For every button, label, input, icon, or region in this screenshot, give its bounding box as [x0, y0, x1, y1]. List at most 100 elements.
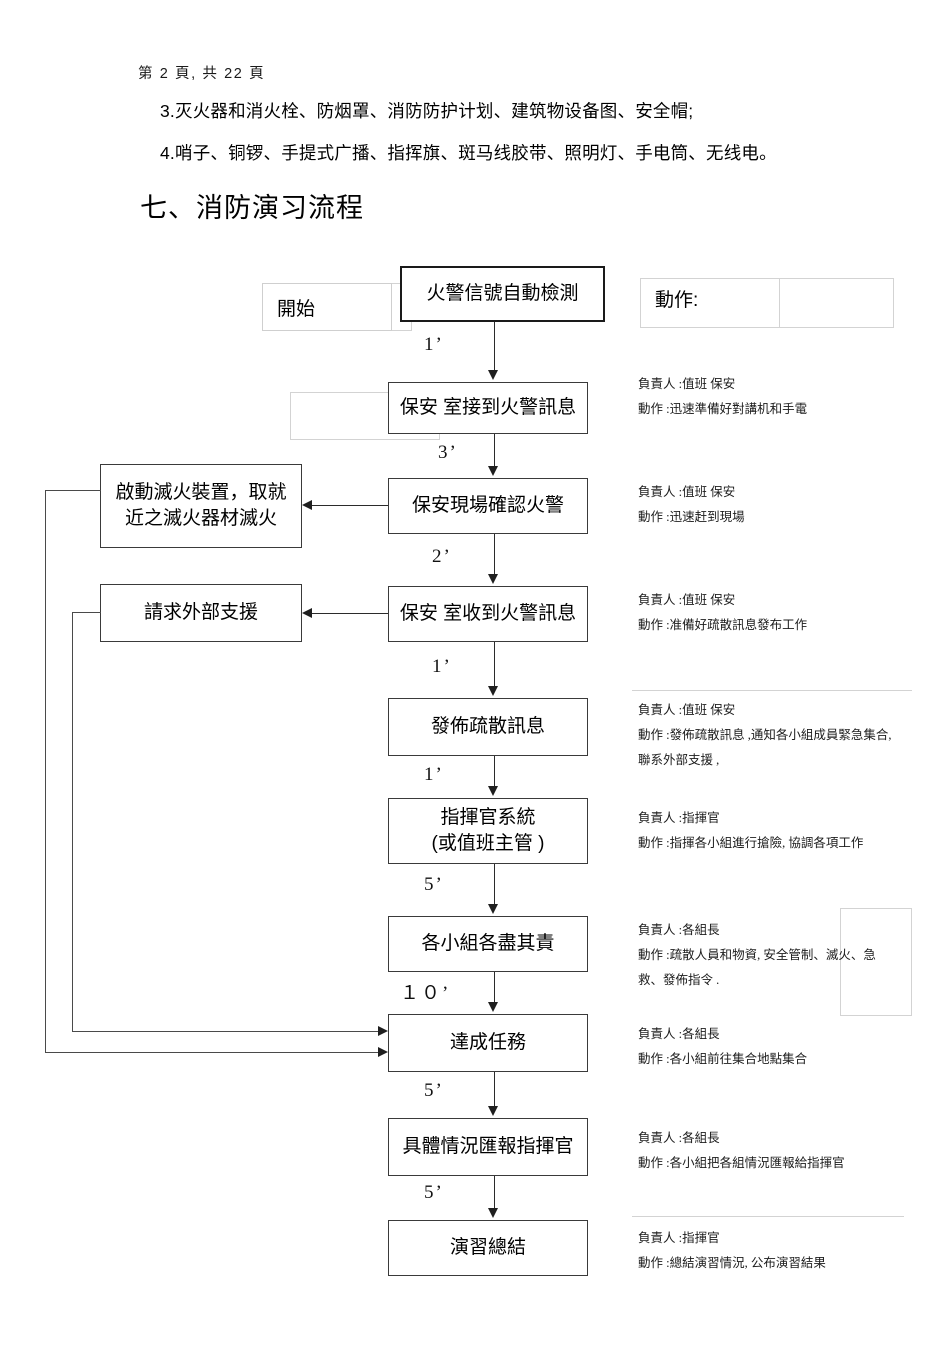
ghost-line-summary — [632, 1216, 904, 1217]
annotation-receive-owner: 負責人 :值班 保安 — [638, 377, 736, 391]
loop-external-in — [72, 1031, 380, 1032]
connector-relay-broadcast — [494, 642, 495, 688]
annotation-summary: 負責人 :指揮官 動作 :總結演習情況, 公布演習結果 — [638, 1226, 826, 1276]
annotation-teams-owner: 負責人 :各組長 — [638, 923, 720, 937]
page-indicator: 第 2 頁, 共 22 頁 — [138, 66, 266, 82]
arrowhead-loop-external — [378, 1026, 388, 1036]
action-column-header: 動作: — [640, 278, 780, 328]
annotation-broadcast: 負責人 :值班 保安 動作 :發佈疏散訊息 ,通知各小組成員緊急集合,聯系外部支… — [638, 698, 896, 773]
body-line-4: 4.哨子、铜锣、手提式广播、指挥旗、斑马线胶带、照明灯、手电筒、无线电。 — [160, 143, 777, 163]
annotation-confirm-owner: 負責人 :值班 保安 — [638, 485, 736, 499]
arrowhead-broadcast — [488, 686, 498, 696]
annotation-report-action: 動作 :各小組把各組情況匯報給指揮官 — [638, 1156, 845, 1170]
flow-node-external-support-label: 請求外部支援 — [143, 602, 258, 624]
timing-label-7: １０’ — [400, 983, 451, 1004]
action-column-header-label: 動作: — [655, 290, 699, 311]
start-node-label: 開始 — [277, 298, 316, 320]
flow-node-receive-label: 保安 室接到火警訊息 — [399, 397, 577, 419]
connector-relay-external — [312, 613, 388, 614]
annotation-complete-owner: 負責人 :各組長 — [638, 1027, 720, 1041]
timing-label-5: 1’ — [424, 764, 444, 785]
flow-node-summary: 演習總結 — [388, 1220, 588, 1276]
flow-node-external-support: 請求外部支援 — [100, 584, 302, 642]
annotation-summary-action: 動作 :總結演習情況, 公布演習結果 — [638, 1256, 826, 1270]
flow-node-commander: 指揮官系統 (或值班主管 ) — [388, 798, 588, 864]
arrowhead-external — [302, 608, 312, 618]
annotation-report-owner: 負責人 :各組長 — [638, 1131, 720, 1145]
ghost-line-broadcast — [632, 690, 912, 691]
flow-node-summary-label: 演習總結 — [449, 1237, 526, 1259]
ghost-rect-teams — [840, 908, 912, 1016]
page-title: 七、消防演习流程 — [140, 193, 364, 223]
arrowhead-extinguish — [302, 500, 312, 510]
timing-label-3: 2’ — [432, 546, 452, 567]
arrowhead-summary — [488, 1208, 498, 1218]
flow-node-report-label: 具體情況匯報指揮官 — [402, 1136, 574, 1158]
connector-receive-confirm — [494, 434, 495, 468]
flow-node-detect: 火警信號自動檢測 — [400, 266, 605, 322]
flow-node-receive: 保安 室接到火警訊息 — [388, 382, 588, 434]
flow-node-complete: 達成任務 — [388, 1014, 588, 1072]
annotation-broadcast-owner: 負責人 :值班 保安 — [638, 703, 736, 717]
flow-node-commander-label-line1: 指揮官系統 — [440, 807, 536, 829]
connector-confirm-relay — [494, 534, 495, 576]
annotation-commander: 負責人 :指揮官 動作 :指揮各小組進行搶險, 協調各項工作 — [638, 806, 863, 856]
connector-report-summary — [494, 1176, 495, 1210]
annotation-receive-action: 動作 :迅速準備好對講机和手電 — [638, 402, 808, 416]
annotation-complete-action: 動作 :各小組前往集合地點集合 — [638, 1052, 808, 1066]
flow-node-relay: 保安 室收到火警訊息 — [388, 586, 588, 642]
connector-broadcast-commander — [494, 756, 495, 788]
annotation-receive: 負責人 :值班 保安 動作 :迅速準備好對講机和手電 — [638, 372, 807, 422]
arrowhead-commander — [488, 786, 498, 796]
annotation-teams-action: 動作 :疏散人員和物資, 安全管制、滅火、急救、發佈指令 . — [638, 948, 876, 987]
start-node: 開始 — [262, 283, 392, 331]
connector-detect-receive — [494, 322, 495, 372]
arrowhead-confirm — [488, 466, 498, 476]
loop-external-out — [72, 612, 101, 613]
timing-label-2: 3’ — [438, 442, 458, 463]
flow-node-confirm: 保安現場確認火警 — [388, 478, 588, 534]
arrowhead-teams — [488, 904, 498, 914]
flow-node-detect-label: 火警信號自動檢測 — [426, 283, 579, 305]
flow-node-complete-label: 達成任務 — [449, 1032, 526, 1054]
timing-label-6: 5’ — [424, 874, 444, 895]
annotation-relay-action: 動作 :准備好疏散訊息發布工作 — [638, 618, 808, 632]
flow-node-teams: 各小組各盡其責 — [388, 916, 588, 972]
timing-label-9: 5’ — [424, 1182, 444, 1203]
timing-label-8: 5’ — [424, 1080, 444, 1101]
flow-node-extinguish: 啟動滅火裝置，取就 近之滅火器材滅火 — [100, 464, 302, 548]
annotation-commander-owner: 負責人 :指揮官 — [638, 811, 720, 825]
connector-teams-complete — [494, 972, 495, 1004]
loop-extinguish-in — [45, 1052, 380, 1053]
flow-node-confirm-label: 保安現場確認火警 — [411, 495, 564, 517]
annotation-report: 負責人 :各組長 動作 :各小組把各組情況匯報給指揮官 — [638, 1126, 845, 1176]
timing-label-1: 1’ — [424, 334, 444, 355]
ghost-rect-action-head — [776, 278, 894, 328]
flow-node-broadcast: 發佈疏散訊息 — [388, 698, 588, 756]
flow-node-extinguish-label-line2: 近之滅火器材滅火 — [124, 508, 277, 529]
connector-commander-teams — [494, 864, 495, 906]
annotation-teams: 負責人 :各組長 動作 :疏散人員和物資, 安全管制、滅火、急救、發佈指令 . — [638, 918, 896, 993]
annotation-relay: 負責人 :值班 保安 動作 :准備好疏散訊息發布工作 — [638, 588, 807, 638]
arrowhead-complete — [488, 1002, 498, 1012]
annotation-complete: 負責人 :各組長 動作 :各小組前往集合地點集合 — [638, 1022, 807, 1072]
arrowhead-relay — [488, 574, 498, 584]
connector-complete-report — [494, 1072, 495, 1108]
annotation-commander-action: 動作 :指揮各小組進行搶險, 協調各項工作 — [638, 836, 864, 850]
arrowhead-receive — [488, 370, 498, 380]
annotation-confirm-action: 動作 :迅速赶到現場 — [638, 510, 745, 524]
annotation-summary-owner: 負責人 :指揮官 — [638, 1231, 720, 1245]
arrowhead-report — [488, 1106, 498, 1116]
timing-label-4: 1’ — [432, 656, 452, 677]
flow-node-teams-label: 各小組各盡其責 — [421, 933, 555, 955]
loop-external-down — [72, 612, 73, 1031]
flow-node-commander-label-line2: (或值班主管 ) — [431, 833, 545, 854]
flow-node-report: 具體情況匯報指揮官 — [388, 1118, 588, 1176]
body-line-3: 3.灭火器和消火栓、防烟罩、消防防护计划、建筑物设备图、安全帽; — [160, 101, 694, 121]
arrowhead-loop-extinguish — [378, 1047, 388, 1057]
annotation-broadcast-action: 動作 :發佈疏散訊息 ,通知各小組成員緊急集合,聯系外部支援 , — [638, 728, 892, 767]
flow-node-broadcast-label: 發佈疏散訊息 — [430, 716, 545, 738]
flow-node-extinguish-label-line1: 啟動滅火裝置，取就 — [115, 482, 287, 504]
flow-node-relay-label: 保安 室收到火警訊息 — [399, 603, 577, 625]
